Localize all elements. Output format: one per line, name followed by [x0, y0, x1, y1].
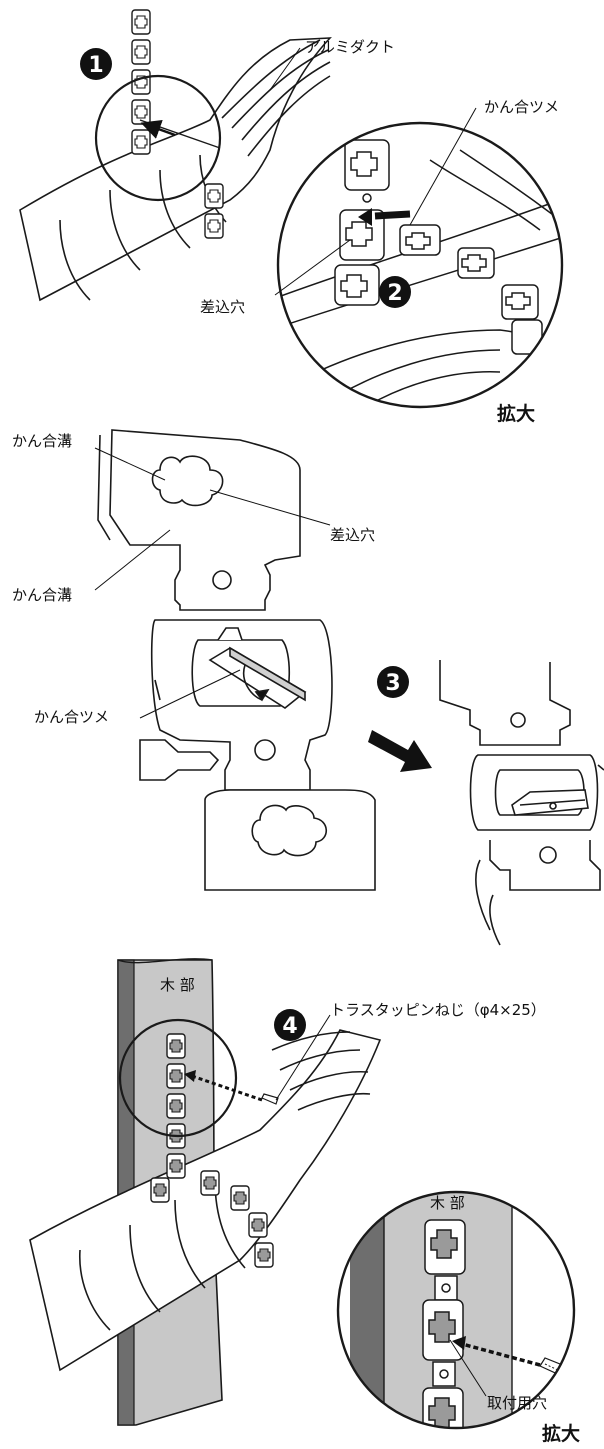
aluminium-duct: [19, 37, 332, 302]
label-slot-2: 差込穴: [330, 526, 375, 544]
svg-text:2: 2: [387, 281, 402, 306]
panel-2-labels: かん合溝 差込穴 かん合溝 かん合ツメ 3: [12, 432, 432, 772]
label-hook-2: かん合ツメ: [34, 708, 109, 726]
magnifier-circle: [94, 74, 222, 202]
step-1-badge: 1: [80, 48, 112, 80]
panel-2: [97, 429, 376, 891]
label-mount-hole: 取付用穴: [487, 1394, 547, 1412]
label-enlarge-1: 拡大: [497, 402, 535, 425]
label-groove-bottom: かん合溝: [12, 586, 72, 604]
label-aluminium-duct: アルミダクト: [305, 38, 395, 56]
label-wood-zoom: 木 部: [430, 1194, 465, 1212]
step-4-badge: 4: [274, 1009, 306, 1041]
zoom-circle-2: [336, 1190, 576, 1430]
magnifier-circle-2: [118, 1018, 238, 1138]
panel-2-result: [439, 660, 604, 946]
label-screw: トラスタッピンねじ（φ4×25）: [330, 1001, 546, 1019]
zoom-circle-1: [276, 121, 564, 409]
label-wood: 木 部: [160, 976, 195, 994]
label-groove-top: かん合溝: [12, 432, 72, 450]
svg-text:3: 3: [385, 671, 400, 696]
label-enlarge-2: 拡大: [542, 1422, 580, 1445]
progress-arrow: [368, 730, 432, 772]
panel-3: 木 部: [29, 958, 580, 1445]
svg-text:4: 4: [282, 1014, 297, 1039]
panel-1: 1 アルミダクト: [19, 9, 564, 425]
step-3-badge: 3: [377, 666, 409, 698]
step-2-badge: 2: [379, 276, 411, 308]
label-slot-1: 差込穴: [200, 298, 245, 316]
svg-text:1: 1: [88, 53, 103, 78]
label-hook-1: かん合ツメ: [484, 98, 559, 116]
